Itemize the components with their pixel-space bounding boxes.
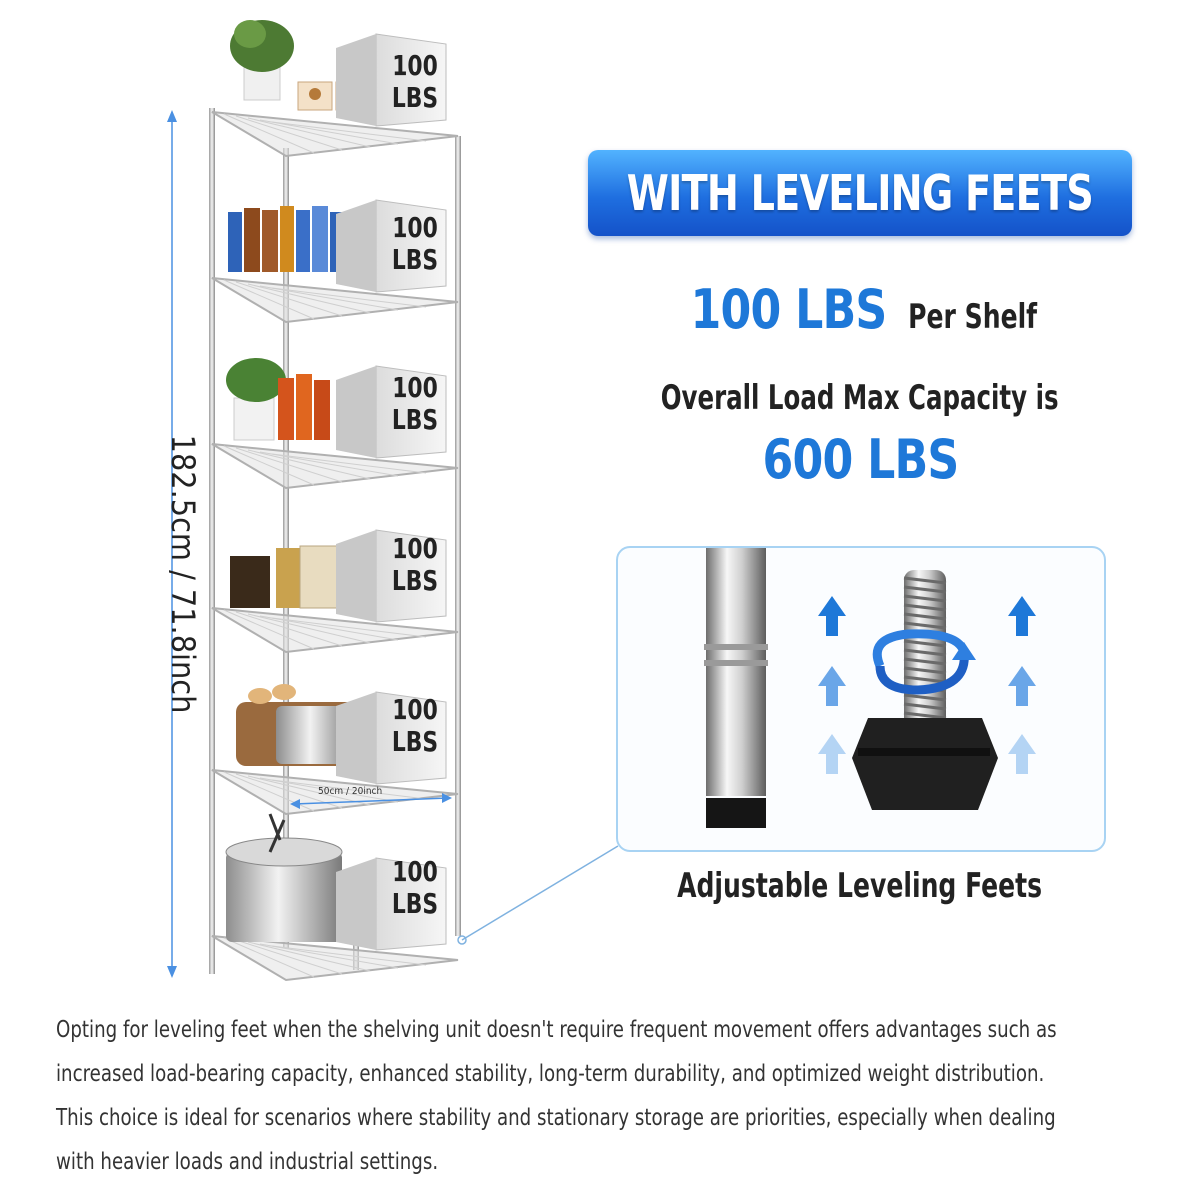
deck-wire [247,775,371,806]
description-text: Opting for leveling feet when the shelvi… [56,1008,1186,1184]
deck-wire [247,117,371,148]
deck-wire [271,617,427,638]
deck-wire [235,939,343,975]
shelf-deck [211,935,459,982]
shelf-decks [211,111,459,982]
description-line: Opting for leveling feet when the shelvi… [56,1017,1057,1043]
leveling-foot-illustration [704,548,1036,828]
per-shelf-label: Per Shelf [908,297,1038,337]
deck-wire [259,451,399,477]
load-card-side [336,200,376,292]
screw-thread [903,693,947,702]
shelf-deck [211,607,459,654]
screw-thread [903,666,947,675]
deck-wire [247,283,371,314]
description-line: increased load-bearing capacity, enhance… [56,1061,1045,1087]
banner-title: WITH LEVELING FEETS [626,164,1094,222]
per-shelf-value: 100 LBS [690,278,887,341]
deck-wire [259,943,399,969]
screw-thread [903,639,947,648]
width-arrow-icon [290,793,452,809]
description-line: with heavier loads and industrial settin… [56,1149,439,1175]
deck-wire [247,613,371,644]
screw-thread [903,594,947,603]
shelf-deck [211,443,459,490]
overall-capacity-value: 600 LBS [762,428,959,491]
deck-wire [235,447,343,483]
callout-line [461,845,619,941]
shelf-deck [211,277,459,324]
screw-thread [903,603,947,612]
deck-wire [235,281,343,317]
stock-pot [225,813,343,942]
screw-thread [903,621,947,630]
deck-wire [271,121,427,142]
feet-caption: Adjustable Leveling Feets [677,866,1043,906]
shelf-deck [211,111,459,158]
deck-wire [271,779,427,800]
screw-thread [903,675,947,684]
deck-wire [259,777,399,803]
deck-wire [223,937,315,978]
shelf-deck [211,769,459,816]
deck-wire [235,611,343,647]
toaster [236,684,356,766]
screw-thread [903,711,947,720]
deck-wire [247,941,371,972]
deck-wire [271,453,427,474]
deck-wire [223,279,315,320]
description-line: This choice is ideal for scenarios where… [56,1105,1056,1131]
screw-thread [903,612,947,621]
screw-thread [903,576,947,585]
load-card-side [336,858,376,950]
load-card-boards [336,33,447,951]
deck-wire [223,609,315,650]
deck-wire [259,285,399,311]
up-arrow-icon [1008,596,1036,774]
up-arrow-icon [818,596,846,774]
height-label: 182.5cm / 71.8inch [164,434,202,714]
load-card-side [336,530,376,622]
bottles [228,206,344,272]
deck-wire [259,615,399,641]
deck-wire [271,945,427,966]
width-label: 50cm / 20inch [318,786,383,797]
deck-wire [247,449,371,480]
deck-wire [235,115,343,151]
deck-wire [271,287,427,308]
deck-wire [223,445,315,486]
load-card-side [336,34,376,126]
plant-top [230,20,294,101]
deck-wire [259,119,399,145]
leveling-feet-panel [616,546,1106,852]
food-cans [230,545,345,609]
plant-middle [226,358,330,441]
overall-capacity-label: Overall Load Max Capacity is [661,378,1059,418]
screw-thread [903,648,947,657]
load-card-side [336,692,376,784]
load-card-side [336,366,376,458]
deck-wire [223,113,315,154]
screw-thread [903,657,947,666]
height-arrow-icon [167,110,177,978]
screw-thread [903,702,947,711]
overall-capacity-value-wrap: 600 LBS [600,428,1120,491]
rotate-arrow-icon [872,629,976,695]
screw-thread [903,585,947,594]
leveling-feet-banner: WITH LEVELING FEETS [588,150,1132,236]
corner-shelf-illustration [167,20,619,982]
pole-closeup [704,548,768,828]
per-shelf-capacity: 100 LBS Per Shelf [600,278,1120,341]
